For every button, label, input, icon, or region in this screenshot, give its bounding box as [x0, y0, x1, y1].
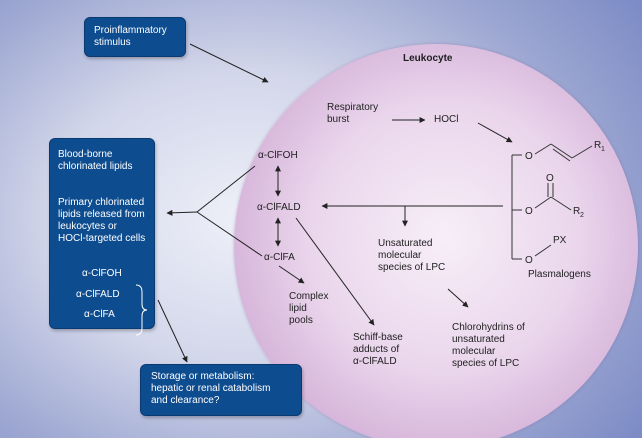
- blood-borne-text: Blood-borne chlorinated lipids: [58, 149, 133, 172]
- arrow-fork-to-box: [166, 209, 198, 216]
- inner-clfoh-label: α-ClFOH: [258, 150, 298, 161]
- arrow-hocl-to-plasmalogen: [477, 122, 513, 143]
- chem-r1: R: [594, 140, 601, 151]
- hocl-label: HOCl: [434, 114, 459, 125]
- complex-pools-label: Complex lipid pools: [289, 291, 329, 326]
- proinflammatory-box: Proinflammatory stimulus: [84, 17, 186, 57]
- leukocyte-label: Leukocyte: [403, 53, 453, 64]
- chem-r2-sub: 2: [580, 212, 584, 219]
- plasmalogen-structure: O R 1 O O R 2 O PX: [511, 140, 605, 266]
- storage-box: Storage or metabolism: hepatic or renal …: [140, 364, 302, 416]
- chlorinated-lipids-box: Blood-borne chlorinated lipids Primary c…: [49, 138, 155, 329]
- chem-o-2: O: [525, 206, 533, 217]
- arrow-clfa-to-pools: [278, 265, 305, 284]
- chem-r2: R: [573, 206, 580, 217]
- list-item-clfoh: α-ClFOH: [82, 268, 122, 279]
- inner-clfa-label: α-ClFA: [264, 252, 295, 263]
- proinflammatory-text: Proinflammatory stimulus: [94, 25, 167, 48]
- schiff-base-label: Schiff-base adducts of α-ClFALD: [353, 332, 403, 367]
- storage-text: Storage or metabolism: hepatic or renal …: [151, 371, 271, 406]
- chlorohydrins-label: Chlorohydrins of unsaturated molecular s…: [452, 322, 525, 369]
- arrow-box-to-storage: [157, 299, 188, 363]
- chem-o-4: O: [525, 255, 533, 266]
- list-item-clfald: α-ClFALD: [76, 289, 120, 300]
- inner-clfald-label: α-ClFALD: [257, 202, 301, 213]
- fork-from-clfa: [196, 211, 263, 257]
- list-brace: [135, 284, 148, 336]
- plasmalogens-label: Plasmalogens: [528, 269, 591, 280]
- chem-px: PX: [553, 235, 567, 246]
- unsaturated-lpc-label: Unsaturated molecular species of LPC: [378, 238, 446, 273]
- arrow-clfald-to-schiff: [295, 217, 375, 326]
- chem-o-3: O: [546, 173, 554, 184]
- arrow-stimulus-to-cell: [189, 43, 269, 83]
- primary-released-text: Primary chlorinated lipids released from…: [58, 197, 146, 244]
- chem-o-1: O: [525, 151, 533, 162]
- fork-from-clfoh: [196, 165, 256, 213]
- chem-r1-sub: 1: [601, 146, 605, 153]
- arrow-lpc-to-chlorohydrins: [447, 288, 469, 308]
- list-item-clfa: α-ClFA: [84, 309, 115, 320]
- respiratory-burst-label: Respiratory burst: [327, 102, 379, 125]
